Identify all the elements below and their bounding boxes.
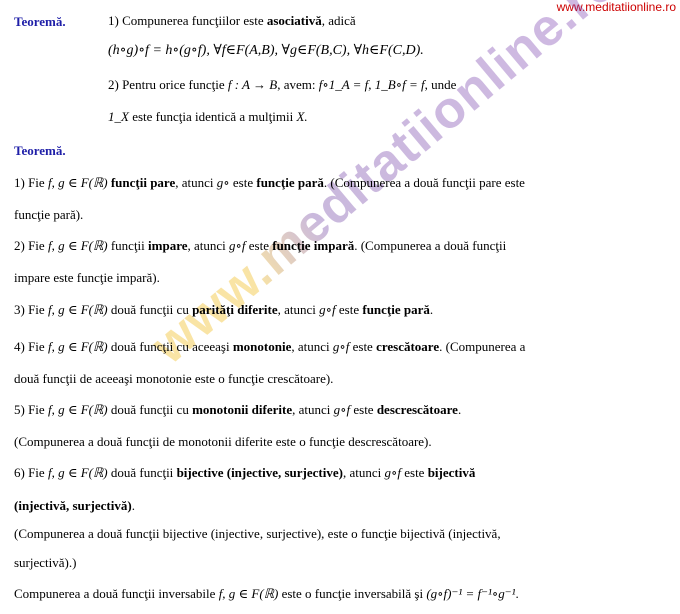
text: . (Compunerea a <box>439 339 526 354</box>
item-1-line2: funcţie pară). <box>14 207 84 222</box>
text: 4) Fie <box>14 339 45 354</box>
math: f, g ∈ F(ℝ) <box>47 238 108 253</box>
bold-text: asociativă <box>266 13 322 28</box>
text: . <box>515 586 519 601</box>
math: g∘f <box>319 302 336 317</box>
text: , atunci <box>175 175 214 190</box>
item-4-line2: două funcţii de aceeaşi monotonie este o… <box>14 371 334 386</box>
math: f, g ∈ F(ℝ) <box>47 175 108 190</box>
bold-text: monotonie <box>232 339 292 354</box>
item-4: 4) Fie f, g ∈ F(ℝ) două funcţii cu aceea… <box>14 339 525 355</box>
item-2: 2) Fie f, g ∈ F(ℝ) funcţii impare, atunc… <box>14 238 506 254</box>
text: este o funcţie inversabilă şi <box>281 586 424 601</box>
text: este <box>338 302 360 317</box>
text: funcţii <box>110 238 145 253</box>
math: f, g ∈ F(ℝ) <box>218 586 279 601</box>
bold-text: bijectivă <box>427 465 476 480</box>
math: f, g ∈ F(ℝ) <box>47 339 108 354</box>
text: , atunci <box>292 402 331 417</box>
text: . <box>457 402 462 417</box>
text: două funcţii cu aceeaşi <box>110 339 230 354</box>
final-statement: Compunerea a două funcţii inversabile f,… <box>14 586 519 602</box>
math: f∘1_A = f, 1_B∘f = f <box>318 77 425 92</box>
text: , atunci <box>291 339 330 354</box>
math: (g∘f)⁻¹ = f⁻¹∘g⁻¹ <box>426 586 516 601</box>
item-6: 6) Fie f, g ∈ F(ℝ) două funcţii bijectiv… <box>14 465 475 481</box>
text: 1) Compunerea funcţiilor este <box>108 13 264 28</box>
math: f, g ∈ F(ℝ) <box>47 465 108 480</box>
math: g∘f <box>229 238 246 253</box>
text: , atunci <box>187 238 226 253</box>
math: f, g ∈ F(ℝ) <box>47 402 108 417</box>
text: 2) Pentru orice funcţie <box>108 77 225 92</box>
bold-text: funcţii pare <box>110 175 176 190</box>
theorem1-item2: 2) Pentru orice funcţie f : A → B, avem:… <box>108 77 456 93</box>
text: . (Compunerea a două funcţii pare este <box>323 175 525 190</box>
bold-text: parităţi diferite <box>192 302 278 317</box>
bold-text: crescătoare <box>376 339 440 354</box>
item-3: 3) Fie f, g ∈ F(ℝ) două funcţii cu parit… <box>14 302 433 318</box>
item-1: 1) Fie f, g ∈ F(ℝ) funcţii pare, atunci … <box>14 175 525 191</box>
bold-text: monotonii diferite <box>192 402 293 417</box>
theorem-heading-2: Teoremă. <box>14 143 66 158</box>
text: Compunerea a două funcţii inversabile <box>14 586 216 601</box>
text: 5) Fie <box>14 402 45 417</box>
text: , unde <box>424 77 457 92</box>
text: două funcţii cu <box>110 302 189 317</box>
site-url[interactable]: www.meditatiionline.ro <box>556 0 676 14</box>
text: . <box>131 498 135 513</box>
item-6-line2: (injectivă, surjectivă). <box>14 498 135 514</box>
math: 1_X <box>108 109 129 124</box>
bold-text: impare <box>148 238 188 253</box>
text: este <box>248 238 269 253</box>
text: 6) Fie <box>14 465 45 480</box>
text: , atunci <box>277 302 316 317</box>
bold-text: funcţie impară <box>272 238 355 253</box>
text: două funcţii <box>110 465 174 480</box>
math: f, g ∈ F(ℝ) <box>47 302 108 317</box>
text: este <box>353 402 374 417</box>
math: g∘f <box>384 465 401 480</box>
text: este <box>404 465 425 480</box>
math: X. <box>296 109 308 124</box>
math: g∘ <box>216 175 230 190</box>
text: . (Compunerea a două funcţii <box>354 238 507 253</box>
text: 3) Fie <box>14 302 45 317</box>
text: 1) Fie <box>14 175 45 190</box>
text: este <box>232 175 254 190</box>
note-line1: (Compunerea a două funcţii bijective (in… <box>14 526 501 541</box>
formula-associativity: (h∘g)∘f = h∘(g∘f), ∀f∈F(A,B), ∀g∈F(B,C),… <box>108 43 424 58</box>
bold-text: (injectivă, surjectivă) <box>14 498 132 513</box>
text: , atunci <box>342 465 382 480</box>
text: este funcţia identică a mulţimii <box>132 109 294 124</box>
bold-text: funcţie pară <box>256 175 324 190</box>
math: g∘f <box>332 339 350 354</box>
text: , avem: <box>277 77 316 92</box>
text: . <box>429 302 434 317</box>
text: este <box>352 339 373 354</box>
bold-text: bijective (injective, surjective) <box>176 465 343 480</box>
math: f : A → B <box>227 77 278 92</box>
text: două funcţii cu <box>110 402 189 417</box>
note-line2: surjectivă).) <box>14 555 77 570</box>
theorem1-item2-line2: 1_X este funcţia identică a mulţimii X. <box>108 109 308 125</box>
item-5-line2: (Compunerea a două funcţii de monotonii … <box>14 434 432 449</box>
item-5: 5) Fie f, g ∈ F(ℝ) două funcţii cu monot… <box>14 402 461 418</box>
theorem-heading-1: Teoremă. <box>14 14 66 29</box>
bold-text: descrescătoare <box>376 402 458 417</box>
math: g∘f <box>333 402 351 417</box>
item-2-line2: impare este funcţie impară). <box>14 270 160 285</box>
text: 2) Fie <box>14 238 45 253</box>
text: , adică <box>321 13 356 28</box>
bold-text: funcţie pară <box>362 302 430 317</box>
theorem1-item1: 1) Compunerea funcţiilor este asociativă… <box>108 13 356 29</box>
